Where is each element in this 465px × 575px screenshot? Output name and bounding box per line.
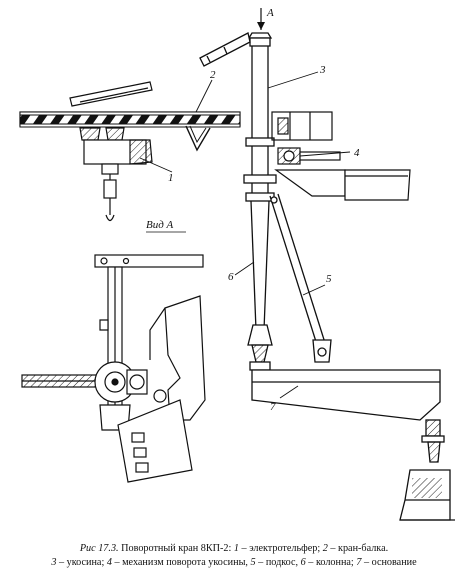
label-6: 6 <box>228 271 234 283</box>
caption-item-num: 4 <box>106 557 112 568</box>
caption-item-text: – кран-балка. <box>330 543 389 554</box>
crane-drawing: A <box>19 7 455 521</box>
boom-frame <box>271 111 333 141</box>
label-view-a: Вид А <box>146 219 174 231</box>
caption-item-text: – колонна; <box>308 557 354 568</box>
caption-item-num: 7 <box>356 557 362 568</box>
label-4: 4 <box>354 147 360 159</box>
caption-item-text: – укосина; <box>58 557 105 568</box>
crane-beam <box>19 111 241 152</box>
label-7: 7 <box>270 401 276 413</box>
caption-line-2: 3 – укосина; 4 – механизм поворота укоси… <box>8 556 460 570</box>
figure-caption: Рис 17.3. Поворотный кран 8КП-2: 1 – эле… <box>8 542 460 570</box>
caption-item-num: 5 <box>250 557 256 568</box>
caption-title: Поворотный кран 8КП-2: <box>121 543 232 554</box>
view-arrow: A <box>257 7 274 30</box>
caption-item-text: – подкос, <box>258 557 299 568</box>
caption-fig-number: Рис 17.3. <box>79 543 119 554</box>
view-a-detail <box>21 254 206 483</box>
leader-lines <box>139 71 351 399</box>
strut <box>269 193 332 363</box>
caption-item-num: 6 <box>300 557 306 568</box>
electric-hoist <box>79 127 153 222</box>
beam-piece <box>69 81 153 107</box>
label-3: 3 <box>319 64 326 76</box>
caption-item-text: – электротельфер; <box>241 543 321 554</box>
caption-item-num: 3 <box>51 557 57 568</box>
base <box>251 369 455 521</box>
caption-item-text: – механизм поворота укосины, <box>114 557 248 568</box>
label-2: 2 <box>210 69 216 81</box>
rotation-mechanism <box>277 147 341 165</box>
boom-top <box>199 32 251 67</box>
wall-bracket <box>274 169 411 201</box>
caption-item-num: 2 <box>322 543 328 554</box>
column <box>243 32 277 371</box>
label-arrow-a: A <box>266 7 274 19</box>
caption-item-num: 1 <box>233 543 239 554</box>
label-5: 5 <box>326 273 332 285</box>
caption-item-text: – основание <box>363 557 417 568</box>
caption-line-1: Рис 17.3. Поворотный кран 8КП-2: 1 – эле… <box>8 542 460 556</box>
label-1: 1 <box>168 172 174 184</box>
